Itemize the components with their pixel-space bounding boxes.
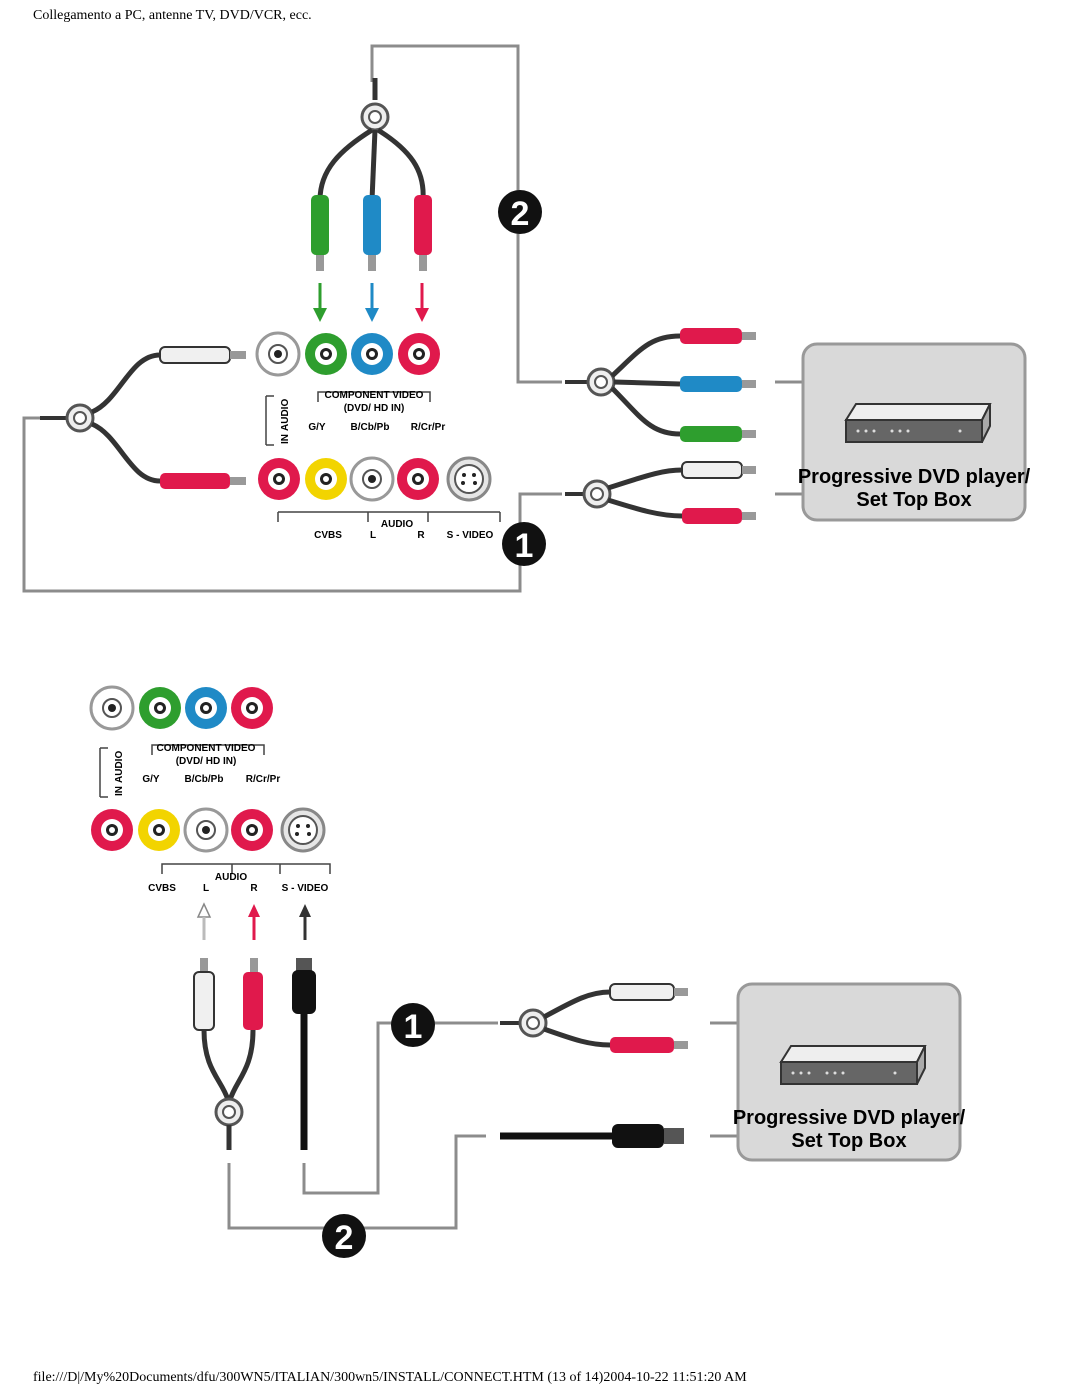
dvd-hd-in-label: (DVD/ HD IN)	[344, 403, 405, 414]
diagram-label: 2	[335, 1219, 354, 1257]
diagram-label: G/Y	[142, 774, 160, 785]
page-header: Collegamento a PC, antenne TV, DVD/VCR, …	[33, 8, 312, 23]
connector-panel-bottom: COMPONENT VIDEO (DVD/ HD IN) G/Y B/Cb/Pb…	[89, 685, 331, 894]
diagram-label: G/Y	[308, 422, 326, 433]
diagram-label: AUDIO	[381, 519, 413, 530]
step-badge-2-top: 2	[498, 190, 542, 234]
diagram-label: IN	[280, 434, 291, 444]
diagram-label: CVBS	[314, 530, 342, 541]
audio-cable-left	[40, 346, 246, 489]
diagram-label: 2	[511, 195, 530, 233]
diagram-label: Progressive DVD player/	[733, 1107, 966, 1129]
diagram-label: 1	[404, 1008, 423, 1046]
step-badge-1-top: 1	[502, 522, 546, 566]
arrow-down-icon	[313, 283, 429, 322]
diagram-label: COMPONENT VIDEO	[157, 743, 256, 754]
audio-vertical-label: AUDIO	[280, 399, 291, 431]
diagram-label: 1	[515, 527, 534, 565]
connector-panel-top: COMPONENT VIDEO (DVD/ HD IN) G/Y B/Cb/Pb…	[255, 331, 501, 541]
dvd-player-icon	[779, 1045, 927, 1085]
dvd-player-panel-bottom: Progressive DVD player/ Set Top Box	[733, 982, 966, 1162]
device-label-line2: Set Top Box	[856, 489, 971, 511]
diagram-label: IN	[114, 786, 125, 796]
diagram-label: R	[417, 530, 425, 541]
dvd-player-icon	[844, 403, 992, 443]
diagram-label: S - VIDEO	[447, 530, 494, 541]
page-footer: file:///D|/My%20Documents/dfu/300WN5/ITA…	[33, 1370, 747, 1385]
svideo-cable-right-bottom	[500, 1124, 684, 1148]
diagram-label: (DVD/ HD IN)	[176, 756, 237, 767]
audio-cable-right	[565, 461, 756, 524]
dvd-player-panel-top: Progressive DVD player/ Set Top Box	[798, 342, 1031, 522]
diagram-label: S - VIDEO	[282, 883, 329, 894]
diagram-label: L	[203, 883, 209, 894]
diagram-label: B/Cb/Pb	[351, 422, 390, 433]
audio-svideo-cables-bottom	[193, 958, 316, 1150]
diagram-label: CVBS	[148, 883, 176, 894]
diagram-label: R/Cr/Pr	[246, 774, 281, 785]
component-cable-right	[565, 328, 756, 442]
diagram-label: B/Cb/Pb	[185, 774, 224, 785]
step-badge-1-bottom: 1	[391, 1003, 435, 1047]
component-cable-top	[311, 78, 432, 271]
diagram-label: R/Cr/Pr	[411, 422, 446, 433]
diagram-label: L	[370, 530, 376, 541]
diagram-label: AUDIO	[215, 872, 247, 883]
device-label-line1: Progressive DVD player/	[798, 466, 1031, 488]
connection-line	[22, 44, 802, 593]
step-badge-2-bottom: 2	[322, 1214, 366, 1258]
arrow-up-icon	[196, 902, 311, 940]
diagram-label: R	[250, 883, 258, 894]
component-video-label: COMPONENT VIDEO	[325, 390, 424, 401]
diagram-label: Set Top Box	[791, 1130, 906, 1152]
audio-cable-right-bottom	[500, 983, 688, 1053]
diagram-label: AUDIO	[114, 751, 125, 783]
